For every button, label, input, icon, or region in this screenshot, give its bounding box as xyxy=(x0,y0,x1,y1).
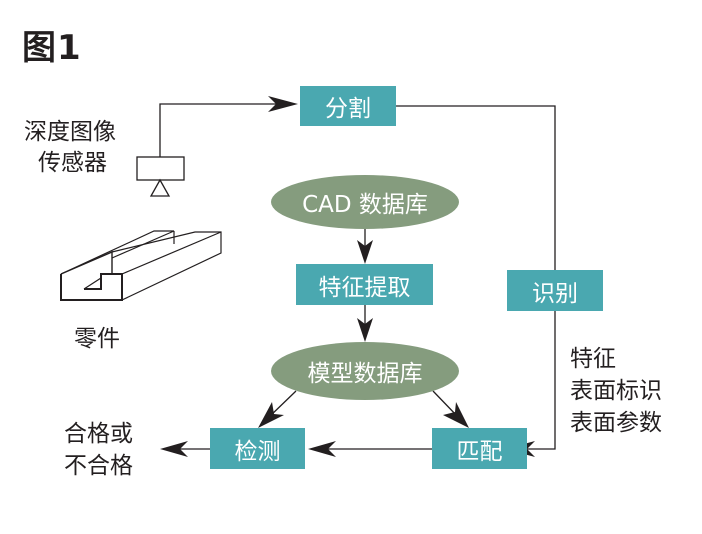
segmentation-node: 分割 xyxy=(300,86,396,126)
arrowhead xyxy=(443,402,469,428)
result-label-line2: 不合格 xyxy=(64,453,133,479)
arrowhead xyxy=(357,318,373,342)
arrowhead xyxy=(357,240,373,264)
recognition-output-3: 表面参数 xyxy=(570,410,662,436)
arrow-sensor-to-segmentation xyxy=(159,103,292,157)
arrowhead xyxy=(268,96,298,112)
arrowhead xyxy=(308,441,336,457)
cad-database-node: CAD 数据库 xyxy=(271,175,459,229)
matching-node: 匹配 xyxy=(432,428,527,469)
arrowhead xyxy=(258,402,284,428)
model-database-node: 模型数据库 xyxy=(271,342,459,400)
recognition-node: 识别 xyxy=(507,270,603,311)
line-segmentation-to-recognition xyxy=(396,105,556,270)
sensor-label-line2: 传感器 xyxy=(38,150,107,176)
recognition-output-1: 特征 xyxy=(570,346,616,372)
sensor-body xyxy=(136,156,185,181)
figure-title: 图1 xyxy=(22,28,82,68)
recognition-output-2: 表面标识 xyxy=(570,378,662,404)
sensor-lens xyxy=(149,178,171,197)
result-label-line1: 合格或 xyxy=(64,421,133,447)
feature-extraction-node: 特征提取 xyxy=(296,264,433,305)
arrowhead xyxy=(160,441,188,457)
part-drawing xyxy=(60,230,222,301)
sensor-label-line1: 深度图像 xyxy=(24,119,116,145)
part-label: 零件 xyxy=(74,326,120,352)
inspection-node: 检测 xyxy=(210,428,305,469)
